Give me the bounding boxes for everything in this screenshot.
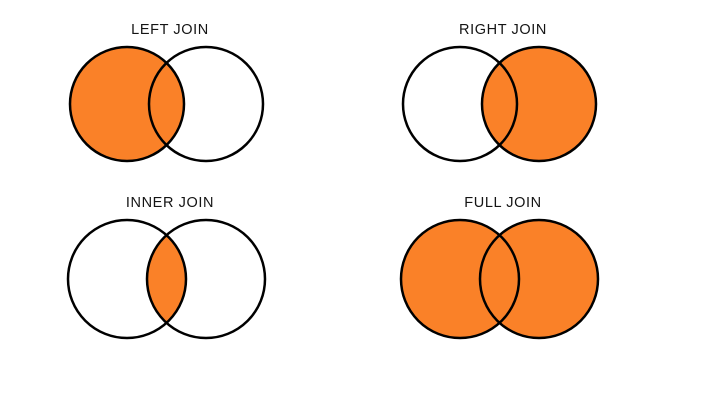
venn-outline-left xyxy=(399,218,521,340)
panel-label-full-join: FULL JOIN xyxy=(464,195,542,211)
venn-outline-left xyxy=(66,218,188,340)
venn-outline-left xyxy=(401,45,519,163)
venn-region-intersection xyxy=(147,220,186,338)
venn-outline-right xyxy=(478,218,600,340)
venn-outline-right xyxy=(145,218,267,340)
venn-diagram-full-join xyxy=(399,218,600,340)
panel-label-inner-join: INNER JOIN xyxy=(125,195,215,211)
panel-label-left-join: LEFT JOIN xyxy=(131,22,209,38)
venn-circle-right xyxy=(480,220,598,338)
panel-label-right-join: RIGHT JOIN xyxy=(459,22,547,38)
venn-panel-right-join: RIGHT JOIN xyxy=(388,22,618,174)
venn-panel-full-join: FULL JOIN xyxy=(388,195,618,347)
venn-diagram-right-join xyxy=(401,45,598,163)
venn-panel-left-join: LEFT JOIN xyxy=(55,22,285,174)
venn-outline-left xyxy=(68,45,186,163)
venn-panel-inner-join: INNER JOIN xyxy=(55,195,285,347)
venn-diagram-inner-join xyxy=(66,218,267,340)
venn-diagram-left-join xyxy=(68,45,265,163)
venn-outline-right xyxy=(480,45,598,163)
venn-outline-right xyxy=(147,45,265,163)
